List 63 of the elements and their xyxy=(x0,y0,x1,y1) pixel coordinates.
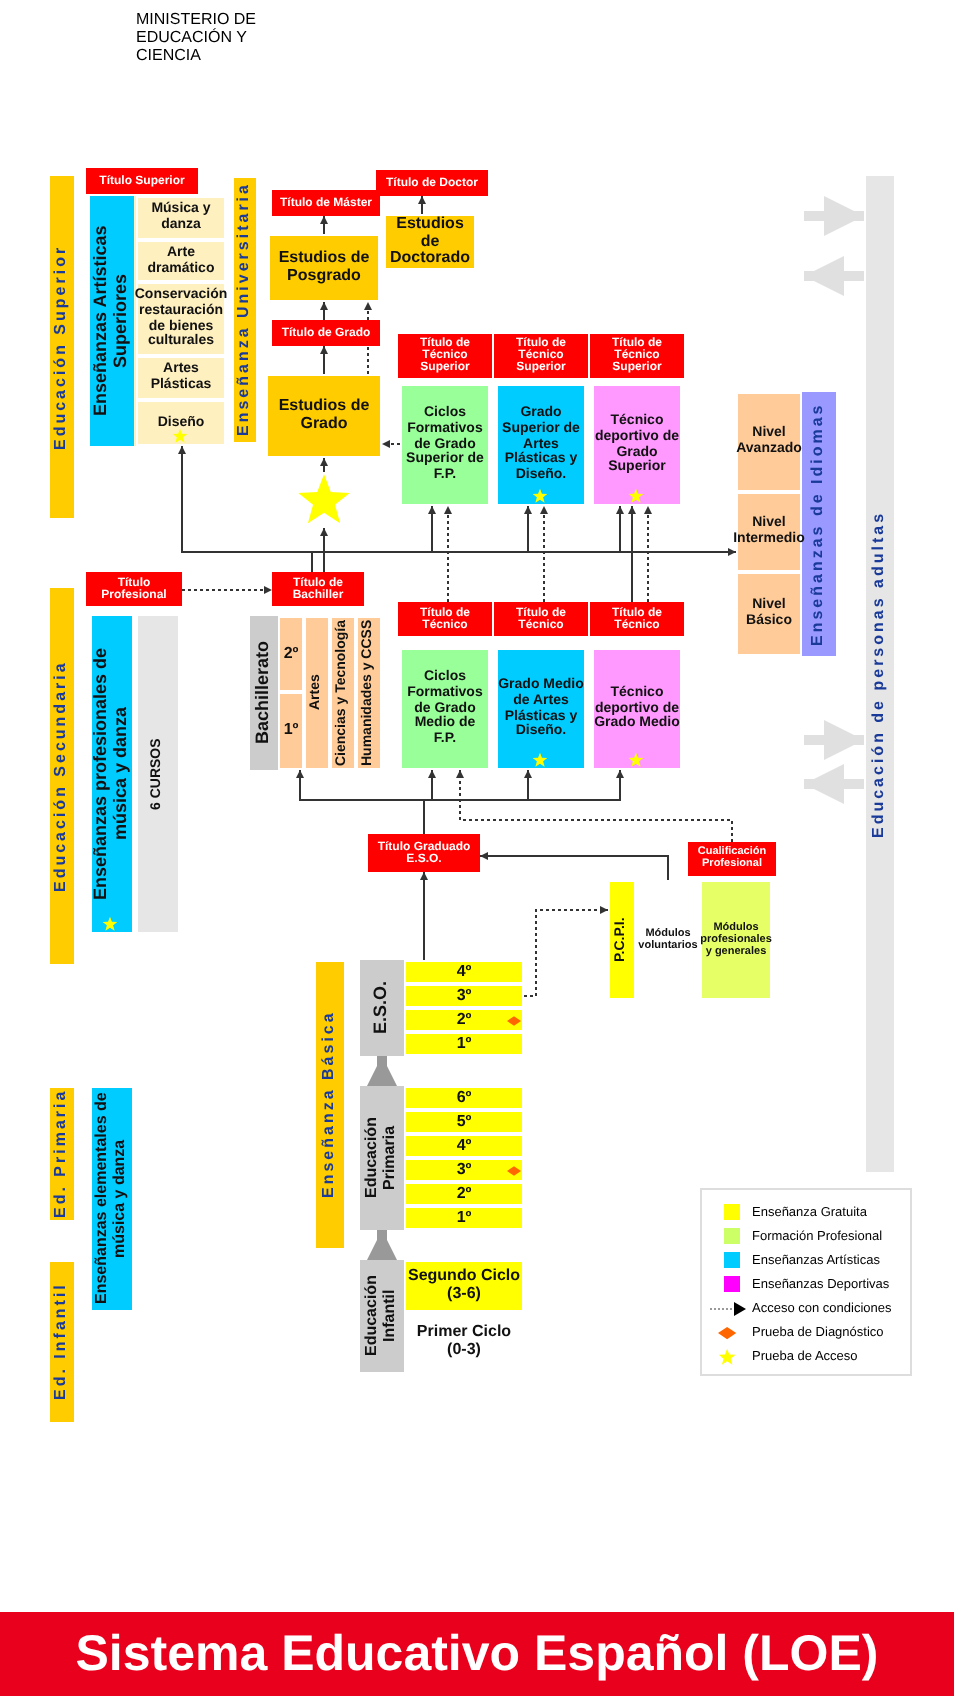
stage-box: 3º xyxy=(404,1158,524,1182)
stage-box: 6º xyxy=(404,1086,524,1110)
arrow xyxy=(320,457,328,473)
stage-band: Enseñanza Universitaria xyxy=(232,176,258,444)
vertical-label: E.S.O. xyxy=(368,979,393,1039)
stage-band: Enseñanza Básica xyxy=(314,960,346,1250)
stage-box: Enseñanzas elementales de música y danza xyxy=(90,1086,134,1312)
arrow xyxy=(644,505,652,603)
stage-box: Estudios de Doctorado xyxy=(384,214,476,270)
arrow xyxy=(311,548,737,573)
stage-panel xyxy=(90,196,226,446)
stage-box: 1º xyxy=(404,1032,524,1056)
stage-box: 2º xyxy=(404,1008,524,1032)
arrow xyxy=(320,345,328,375)
stage-box: 3º xyxy=(404,984,524,1008)
arrow xyxy=(423,769,624,835)
arrow xyxy=(320,527,328,573)
stage-band: Educación de personas adultas xyxy=(864,174,896,1174)
arrow xyxy=(320,301,328,321)
stage-box: 1º xyxy=(278,692,304,770)
arrow xyxy=(364,301,372,375)
stage-band: Educación Secundaria xyxy=(48,586,76,966)
block-arrow xyxy=(804,196,864,236)
stage-band: Ed. Infantil xyxy=(48,1260,76,1424)
arrow xyxy=(418,195,426,215)
ministry-name: MINISTERIO DE EDUCACIÓN Y CIENCIA xyxy=(136,12,259,65)
vertical-label: Enseñanzas de Idiomas xyxy=(802,392,836,656)
stage-box: Primer Ciclo (0-3) xyxy=(404,1312,524,1372)
stage-box: 4º xyxy=(404,960,524,984)
stage-box: 2º xyxy=(278,616,304,692)
stage-box: Estudios de Posgrado xyxy=(268,234,380,302)
arrow xyxy=(628,505,636,603)
stage-box: 1º xyxy=(404,1206,524,1230)
arrow xyxy=(479,852,669,881)
vertical-label: Enseñanzas Artísticas Superiores xyxy=(90,196,134,446)
stage-panel xyxy=(360,960,524,1056)
stage-box: Enseñanzas profesionales de música y danza xyxy=(90,614,134,934)
block-arrow xyxy=(804,720,864,760)
arrow xyxy=(381,440,401,448)
block-arrow xyxy=(804,256,864,296)
vertical-label: Bachillerato xyxy=(250,639,275,749)
stage-box: 2º xyxy=(404,1182,524,1206)
title-banner: Sistema Educativo Español (LOE) xyxy=(0,1612,954,1696)
arrow xyxy=(523,906,609,997)
stage-box: Estudios de Grado xyxy=(266,374,382,458)
stage-panel xyxy=(250,616,382,770)
arrow xyxy=(540,505,548,603)
stage-box: 5º xyxy=(404,1110,524,1134)
vertical-label: Educación Infantil xyxy=(360,1273,400,1361)
stage-panel xyxy=(360,1086,524,1230)
arrow xyxy=(420,871,428,961)
stage-box: Segundo Ciclo (3-6) xyxy=(404,1260,524,1312)
vertical-label: Educación Primaria xyxy=(360,1115,400,1203)
star-icon xyxy=(296,472,352,528)
stage-band: Ed. Primaria xyxy=(48,1086,76,1222)
stage-band: Educación Superior xyxy=(48,174,76,520)
arrow xyxy=(444,505,452,603)
block-arrow xyxy=(804,764,864,804)
stage-box: 4º xyxy=(404,1134,524,1158)
arrow xyxy=(181,586,273,594)
stage-panel xyxy=(736,392,836,656)
arrow xyxy=(320,215,328,235)
arrow xyxy=(456,769,733,843)
